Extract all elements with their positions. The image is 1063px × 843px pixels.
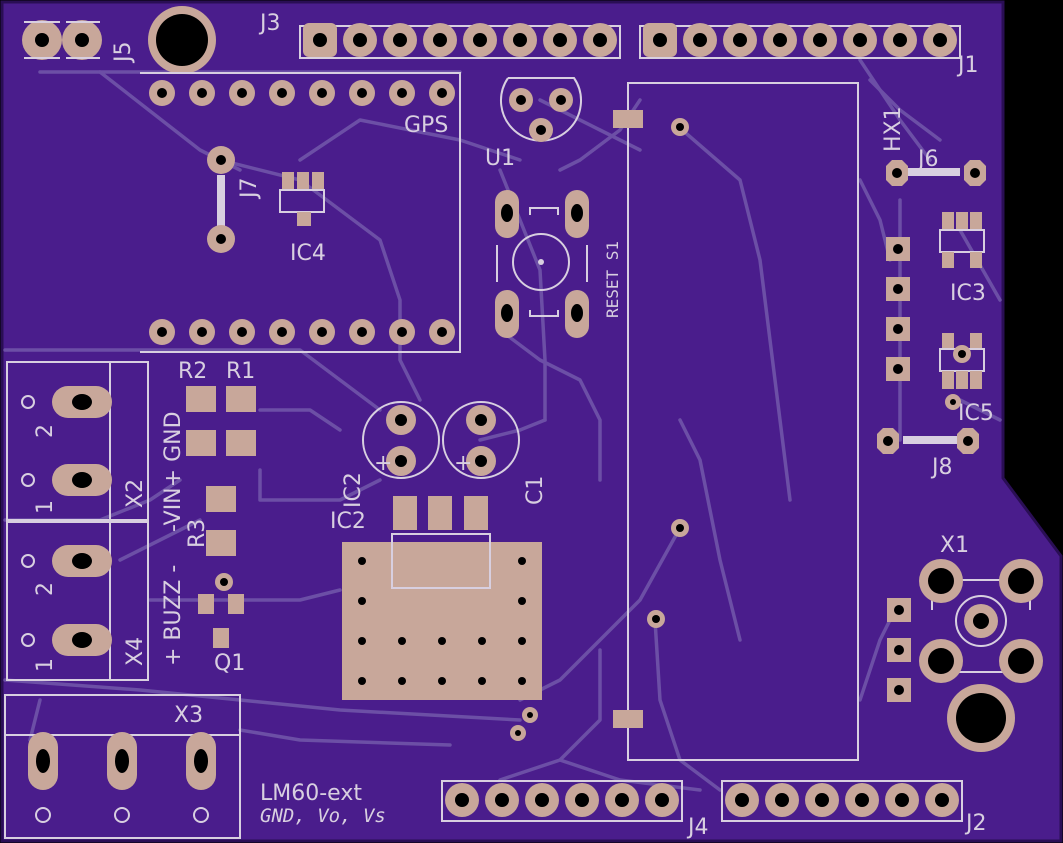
ic2-regulator: [342, 496, 542, 741]
label-ic5: IC5: [958, 401, 994, 426]
label-x1: X1: [940, 533, 969, 558]
label-x3: X3: [174, 703, 203, 728]
label-hx1: HX1: [881, 106, 906, 152]
ic5-chip: [939, 333, 985, 410]
pin-column-right: [886, 237, 910, 381]
label-u1: U1: [485, 146, 515, 171]
label-q1: Q1: [214, 651, 245, 676]
label-x4: X4: [123, 637, 148, 666]
label-j3: J3: [258, 11, 281, 36]
j3-header: [299, 23, 621, 59]
x2-terminal: [6, 361, 149, 521]
reset-button-s1: [495, 190, 589, 338]
x4-terminal: [6, 521, 149, 681]
ic3-chip: [939, 212, 985, 268]
label-ic2-top: IC2: [341, 472, 366, 508]
label-j2: J2: [964, 811, 987, 836]
x2-pin1-label: 1: [33, 500, 58, 514]
gps-module: [140, 72, 461, 353]
x4-pin1-label: 1: [33, 658, 58, 672]
label-lm60-pins: GND, Vo, Vs: [260, 805, 386, 827]
label-c1: C1: [523, 476, 548, 505]
capacitor-c2: [362, 401, 440, 479]
transistor-q1: [198, 573, 244, 648]
label-j1: J1: [956, 53, 979, 78]
label-ic4: IC4: [290, 241, 326, 266]
label-j4: J4: [686, 815, 709, 840]
label-buzz: + BUZZ -: [161, 565, 186, 666]
capacitor-c1: [442, 401, 520, 479]
j8-jumper: [877, 428, 979, 454]
label-ic2: IC2: [330, 509, 366, 534]
j4-header: [441, 780, 683, 822]
label-reset-s1: RESET S1: [603, 241, 622, 318]
j2-header: [721, 780, 963, 822]
label-r2: R2: [178, 359, 207, 384]
resistors-r1-r2: [186, 386, 256, 456]
label-j6: J6: [916, 147, 939, 172]
label-j7: J7: [237, 178, 262, 201]
u1-regulator: [500, 77, 582, 142]
j5-header: [22, 20, 102, 60]
ic4-chip: [279, 172, 325, 226]
c1-plus: +: [454, 451, 472, 476]
label-j8: J8: [930, 455, 953, 480]
x3-terminal: [4, 694, 241, 839]
label-ic3: IC3: [950, 281, 986, 306]
radio-module-outline: [613, 82, 859, 761]
j7-jumper: [207, 146, 235, 253]
label-r1: R1: [226, 359, 255, 384]
label-r3: R3: [185, 519, 210, 548]
label-x2: X2: [123, 479, 148, 508]
x4-pin2-label: 2: [33, 582, 58, 596]
label-gps: GPS: [404, 113, 448, 138]
copper-traces: [3, 58, 1002, 792]
j6-jumper: [886, 160, 986, 186]
c2-plus: +: [374, 451, 392, 476]
j1-header: [639, 23, 961, 59]
label-gnd-vin: -VIN+ GND: [161, 411, 186, 532]
label-lm60: LM60-ext: [260, 781, 362, 806]
resistor-r3: [206, 486, 236, 556]
x1-connector: [887, 559, 1043, 752]
x2-pin2-label: 2: [33, 424, 58, 438]
label-j5: J5: [111, 42, 136, 65]
